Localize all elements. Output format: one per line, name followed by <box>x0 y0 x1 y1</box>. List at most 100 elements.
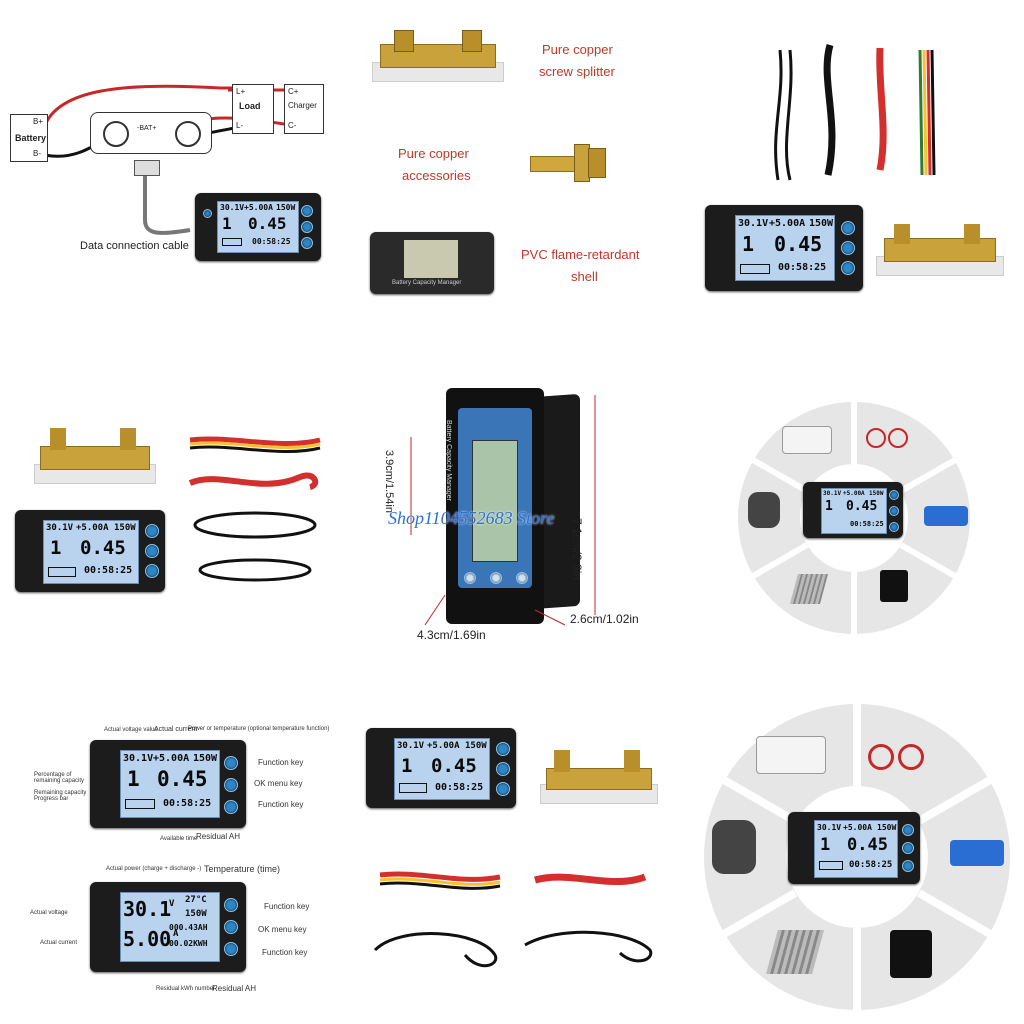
splitter-label-2: screw splitter <box>539 64 615 79</box>
shunt-body <box>546 768 652 790</box>
meter-ah: 0.45 <box>248 214 287 233</box>
meter-power: 150W <box>114 523 136 533</box>
cables-image <box>373 871 653 968</box>
function-key-down[interactable] <box>301 237 313 249</box>
function-key-up[interactable] <box>301 205 313 217</box>
bicycle-icon <box>866 414 908 448</box>
function-key-down[interactable] <box>902 860 914 872</box>
function-key-up[interactable] <box>145 524 159 538</box>
cables-image <box>774 44 936 181</box>
meter-lcd: 30.1V +5.00A 150W 1 0.45 00:58:25 <box>735 215 835 281</box>
splitter-label-1: Pure copper <box>542 42 613 57</box>
bicycle-icon <box>868 718 924 770</box>
cables-image <box>188 436 321 582</box>
function-key-down[interactable] <box>496 782 510 796</box>
meter-time: 00:58:25 <box>163 798 212 809</box>
left-key[interactable] <box>464 572 476 584</box>
annot2-temperature: Temperature (time) <box>204 864 281 874</box>
meter-voltage: 30.1V <box>46 523 74 533</box>
meter-time: 00:58:25 <box>849 860 893 870</box>
annot2-actual-voltage: Actual voltage <box>30 910 68 916</box>
annot-residual-ah: Residual AH <box>196 832 241 841</box>
meter-percent: 1 <box>222 214 232 233</box>
meter-ah: 0.45 <box>157 767 208 791</box>
shunt-image <box>34 424 156 484</box>
meter-ah: 0.45 <box>431 755 477 777</box>
shunt-bolt-right <box>120 428 136 450</box>
right-key[interactable] <box>516 572 528 584</box>
scooter-icon <box>712 820 756 874</box>
shunt-outline: -BAT+ <box>90 112 212 154</box>
big-voltage: 30.1 <box>123 897 172 921</box>
l-plus-label: L+ <box>236 87 246 96</box>
meter-power: 150W <box>465 741 487 751</box>
ups-icon <box>880 570 908 602</box>
ok-menu-key[interactable] <box>145 544 159 558</box>
progress-bar <box>819 861 843 870</box>
function-key-up[interactable] <box>496 742 510 756</box>
wheel-dividers <box>751 402 957 634</box>
meter-power: 150W <box>193 753 218 764</box>
progress-bar <box>399 783 427 793</box>
b-plus-label: B+ <box>33 117 44 126</box>
meter-current: +5.00A <box>427 741 460 751</box>
shunt-terminal-right <box>175 121 201 147</box>
meter-lcd: 30.1V +5.00A 150W 1 0.45 00:58:25 <box>394 738 490 800</box>
ok-menu-key[interactable] <box>841 241 855 255</box>
meter-lcd: 30.1V +5.00A 150W 1 0.45 00:58:25 <box>814 820 898 878</box>
ok-menu-key[interactable] <box>224 920 238 934</box>
annot2-residual-ah: Residual AH <box>212 984 257 993</box>
ok-key[interactable] <box>490 572 502 584</box>
ok-menu-key[interactable] <box>902 842 914 854</box>
shunt-bolt-left <box>554 750 570 772</box>
meter-voltage: 30.1V <box>220 203 245 212</box>
function-key-up[interactable] <box>902 824 914 836</box>
function-key-up[interactable] <box>889 490 899 500</box>
meter-annot-1: 30.1V +5.00A 150W 1 0.45 00:58:25 <box>90 740 246 828</box>
function-key-down[interactable] <box>224 800 238 814</box>
kwh-value: 00.02KWH <box>169 939 208 948</box>
b-minus-label: B- <box>33 149 41 158</box>
ok-menu-key[interactable] <box>301 221 313 233</box>
progress-bar <box>222 238 242 246</box>
meter-time: 00:58:25 <box>435 782 484 793</box>
battery-box: Battery B+ B- <box>10 114 48 162</box>
annot-function-key-2: Function key <box>258 800 304 809</box>
meter-current: +5.00A <box>843 490 865 497</box>
annot-function-key-1: Function key <box>258 758 304 767</box>
meter-lcd: 30.1 V 5.00 A 27°C 150W 000.43AH 00.02KW… <box>120 892 220 962</box>
annot2-function-key-2: Function key <box>262 948 308 957</box>
annot-available-time: Available time <box>160 836 198 842</box>
meter-wheel-large: 30.1V +5.00A 150W 1 0.45 00:58:25 <box>788 812 920 884</box>
load-label: Load <box>239 101 261 111</box>
annot2-residual-kwh: Residual kWh number <box>156 986 216 992</box>
meter-panel8: 30.1V +5.00A 150W 1 0.45 00:58:25 <box>366 728 516 808</box>
meter-ah: 0.45 <box>774 232 823 256</box>
function-key-up[interactable] <box>224 898 238 912</box>
ok-menu-key[interactable] <box>224 778 238 792</box>
function-key-up[interactable] <box>224 756 238 770</box>
meter-power: 150W <box>877 823 897 832</box>
meter-annot-2: 30.1 V 5.00 A 27°C 150W 000.43AH 00.02KW… <box>90 882 246 972</box>
shunt-image <box>876 224 1004 276</box>
device-front <box>446 388 544 624</box>
meter-percent: 1 <box>50 537 62 559</box>
progress-bar <box>125 799 155 809</box>
function-key-down[interactable] <box>145 564 159 578</box>
wheel-dividers <box>721 704 993 1010</box>
function-key-down[interactable] <box>889 522 899 532</box>
function-key-up[interactable] <box>841 221 855 235</box>
accessories-label-2: accessories <box>402 168 471 183</box>
annot2-actual-current: Actual current <box>40 940 78 946</box>
meter-voltage: 30.1V <box>397 741 425 751</box>
shell-meter: Battery Capacity Manager <box>370 232 494 294</box>
meter-ah: 0.45 <box>846 499 878 514</box>
ok-menu-key[interactable] <box>889 506 899 516</box>
ok-menu-key[interactable] <box>496 762 510 776</box>
function-key-down[interactable] <box>224 942 238 956</box>
side-icon <box>203 209 212 218</box>
meter-power: 150W <box>809 218 834 229</box>
function-key-down[interactable] <box>841 261 855 275</box>
annot-power-temp: Power or temperature (optional temperatu… <box>188 726 330 732</box>
shell-brand: Battery Capacity Manager <box>392 280 462 286</box>
